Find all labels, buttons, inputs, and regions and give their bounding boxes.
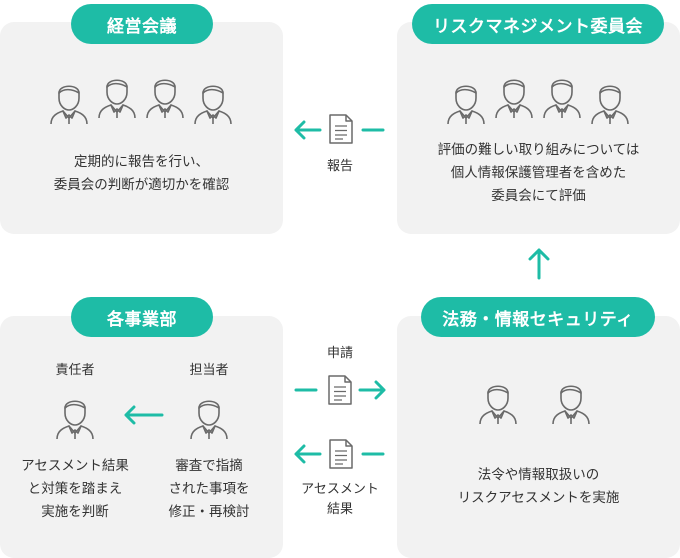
description-line: 個人情報保護管理者を含めた [450, 165, 627, 181]
description-line: 委員会の判断が適切かを確認 [53, 177, 230, 193]
arrow-right-icon [358, 380, 386, 400]
application-label: 申請 [326, 346, 353, 361]
legal-security-title: 法務・情報セキュリティ [421, 297, 655, 337]
person-icon [98, 79, 136, 118]
description-line: 定期的に報告を行い、 [74, 154, 209, 170]
risk-committee-title: リスクマネジメント委員会 [412, 4, 664, 44]
dash-icon [294, 388, 318, 392]
legal-security-panel [397, 316, 680, 558]
arrow-left-icon [124, 405, 164, 425]
document-icon [329, 439, 353, 469]
person-icon [50, 85, 88, 124]
description-line: と対策を踏まえ [27, 481, 123, 497]
departments-panel [0, 316, 283, 558]
description-line: 法令や情報取扱いの [477, 467, 600, 483]
person-icon [495, 79, 533, 118]
arrow-left-icon [294, 444, 322, 464]
arrow-left-icon [294, 120, 322, 140]
description-line: 委員会にて評価 [491, 188, 586, 204]
departments-title: 各事業部 [71, 297, 213, 337]
description-line: 修正・再検討 [168, 504, 250, 520]
description-line: 審査で指摘 [175, 458, 243, 474]
assignee-label: 担当者 [189, 363, 229, 378]
result-label-line: アセスメント [301, 482, 379, 497]
assignee-description: 審査で指摘 された事項を 修正・再検討 [144, 455, 274, 524]
dash-icon [361, 128, 385, 132]
person-icon [552, 385, 590, 424]
document-icon [328, 375, 352, 405]
arrow-up-icon [528, 248, 550, 280]
report-label: 報告 [326, 159, 353, 174]
person-icon [56, 400, 94, 439]
dash-icon [361, 452, 385, 456]
description-line: アセスメント結果 [21, 458, 129, 474]
person-icon [146, 79, 184, 118]
person-icon [190, 400, 228, 439]
management-meeting-title: 経営会議 [71, 4, 213, 44]
description-line: された事項を [168, 481, 250, 497]
person-icon [543, 79, 581, 118]
person-icon [447, 85, 485, 124]
person-icon [591, 85, 629, 124]
description-line: 実施を判断 [41, 504, 109, 520]
legal-security-description: 法令や情報取扱いの リスクアセスメントを実施 [397, 464, 680, 510]
risk-committee-panel [397, 22, 680, 234]
management-meeting-description: 定期的に報告を行い、 委員会の判断が適切かを確認 [0, 151, 283, 197]
person-icon [194, 85, 232, 124]
description-line: 評価の難しい取り組みについては [437, 142, 640, 158]
responsible-label: 責任者 [55, 363, 95, 378]
management-meeting-panel [0, 22, 283, 234]
risk-committee-description: 評価の難しい取り組みについては 個人情報保護管理者を含めた 委員会にて評価 [397, 139, 680, 208]
result-label: アセスメント 結果 [290, 480, 390, 520]
description-line: リスクアセスメントを実施 [457, 490, 620, 506]
responsible-description: アセスメント結果 と対策を踏まえ 実施を判断 [10, 455, 140, 524]
person-icon [479, 385, 517, 424]
document-icon [329, 114, 353, 144]
result-label-line: 結果 [326, 502, 353, 517]
